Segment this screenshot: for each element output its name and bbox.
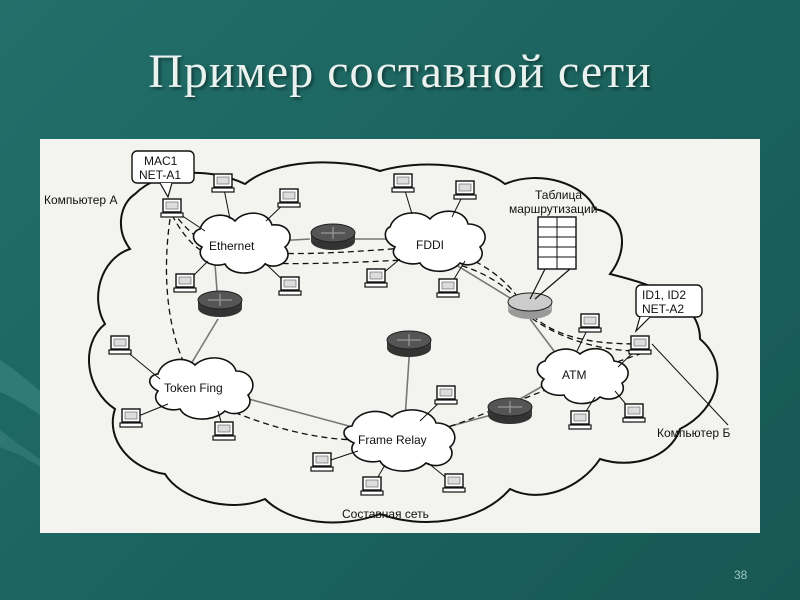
fddi-cloud <box>384 210 486 273</box>
computer-icon <box>278 276 302 296</box>
ethernet-cloud <box>192 212 291 274</box>
composite-network-cloud <box>88 161 719 524</box>
computer-icon <box>628 335 652 355</box>
address-b-line2: NET-A2 <box>642 302 684 316</box>
slide-title: Пример составной сети <box>148 45 652 98</box>
fddi-label: FDDI <box>416 238 444 252</box>
router-icon <box>386 330 432 358</box>
computer-icon <box>160 198 184 218</box>
computer-icon <box>119 408 143 428</box>
computer-icon <box>578 313 602 333</box>
routing-table-icon <box>529 216 577 300</box>
frame-relay-label: Frame Relay <box>358 433 427 447</box>
computer-icon <box>360 476 384 496</box>
atm-cloud <box>536 347 629 405</box>
atm-label: ATM <box>562 368 586 382</box>
composite-network-label: Составная сеть <box>342 507 429 521</box>
network-diagram-svg: Ethernet FDDI Token Fing Frame Relay ATM <box>44 150 730 524</box>
computer-icon <box>391 173 415 193</box>
router-icon <box>310 223 356 251</box>
computer-icon <box>622 403 646 423</box>
router-icon <box>487 397 533 425</box>
address-callout-b <box>634 284 703 334</box>
computer-a-label: Компьютер А <box>44 193 117 207</box>
router-icon <box>507 292 553 319</box>
network-diagram: Ethernet FDDI Token Fing Frame Relay ATM <box>40 139 760 533</box>
computer-icon <box>453 180 477 200</box>
router-icon <box>197 290 243 318</box>
computer-icon <box>364 268 388 288</box>
computer-icon <box>277 188 301 208</box>
address-callout-a <box>131 150 195 199</box>
computer-icon <box>310 452 334 472</box>
computer-icon <box>173 273 197 293</box>
address-a-line1: MAC1 <box>144 154 178 168</box>
computer-icon <box>211 173 235 193</box>
token-ring-label: Token Fing <box>164 381 223 395</box>
computer-icon <box>434 385 458 405</box>
token-ring-cloud <box>148 357 254 420</box>
address-a-line2: NET-A1 <box>139 168 181 182</box>
routing-table-label-line2: маршрутизации <box>509 202 597 216</box>
address-b-line1: ID1, ID2 <box>642 288 686 302</box>
computer-icon <box>568 410 592 430</box>
computer-b-label: Компьютер Б <box>657 426 730 440</box>
computer-icon <box>442 473 466 493</box>
computer-icon <box>212 421 236 441</box>
computer-icon <box>436 278 460 298</box>
slide-number: 38 <box>734 568 748 582</box>
ethernet-label: Ethernet <box>209 239 255 253</box>
computer-icon <box>108 335 132 355</box>
computer-b-pointer <box>651 343 729 426</box>
frame-relay-cloud <box>343 409 456 472</box>
routing-table-label-line1: Таблица <box>535 188 582 202</box>
